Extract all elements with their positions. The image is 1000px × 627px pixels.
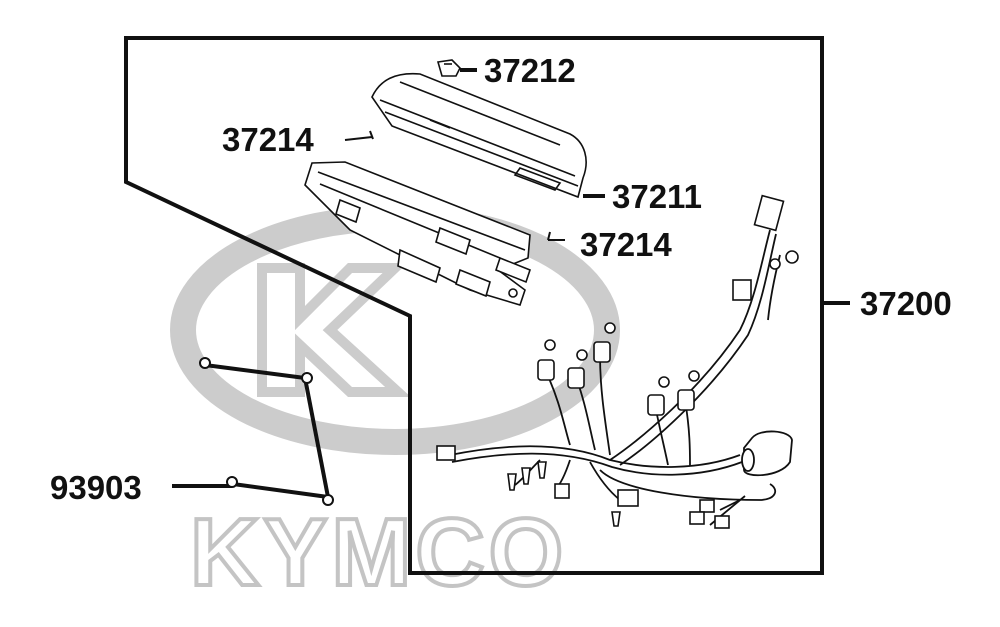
screw-37214-upper bbox=[344, 130, 374, 141]
screws-93903 bbox=[172, 357, 334, 506]
part-label-37212: 37212 bbox=[484, 52, 576, 89]
part-label-37214-upper: 37214 bbox=[222, 121, 314, 158]
part-label-37200: 37200 bbox=[860, 285, 952, 322]
meter-housing bbox=[304, 161, 531, 306]
kymco-watermark-logo: KYMCO bbox=[170, 205, 620, 608]
watermark-brand-text: KYMCO bbox=[190, 499, 567, 606]
meter-cover-37211 bbox=[371, 72, 587, 199]
clip-37212 bbox=[436, 59, 461, 77]
bulb-sockets bbox=[537, 322, 700, 416]
harness-connectors bbox=[436, 194, 799, 529]
part-label-37214-lower: 37214 bbox=[580, 226, 672, 263]
assembly-frame bbox=[124, 36, 824, 575]
buzzer-capacitor bbox=[741, 430, 793, 477]
part-label-93903: 93903 bbox=[50, 469, 142, 506]
harness-bolts bbox=[507, 461, 621, 527]
screw-37214-lower bbox=[547, 231, 565, 241]
part-label-37211: 37211 bbox=[612, 178, 702, 215]
